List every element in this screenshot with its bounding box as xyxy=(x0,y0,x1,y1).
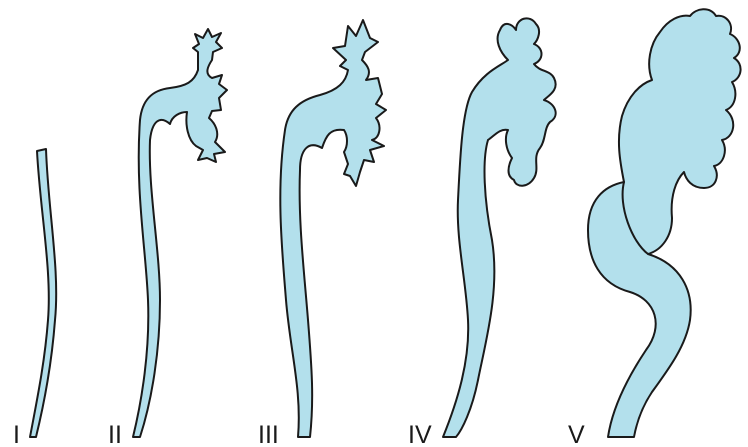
stage-1-ureter xyxy=(30,149,56,437)
stage-4-label: IV xyxy=(408,421,432,447)
stage-2-label: II xyxy=(108,421,122,447)
stage-4: IV xyxy=(408,18,556,447)
stage-1-label: I xyxy=(13,421,20,447)
stage-1: I xyxy=(13,149,56,447)
stage-5: V xyxy=(568,9,741,447)
stage-3-kidney-outline xyxy=(280,20,386,437)
stage-2-kidney-outline xyxy=(133,29,227,437)
stage-5-label: V xyxy=(568,421,585,447)
stage-3: III xyxy=(258,20,386,447)
stage-2: II xyxy=(108,29,227,447)
stage-3-label: III xyxy=(258,421,279,447)
stage-5-kidney-outline xyxy=(588,9,741,437)
stage-4-kidney-outline xyxy=(443,18,556,437)
